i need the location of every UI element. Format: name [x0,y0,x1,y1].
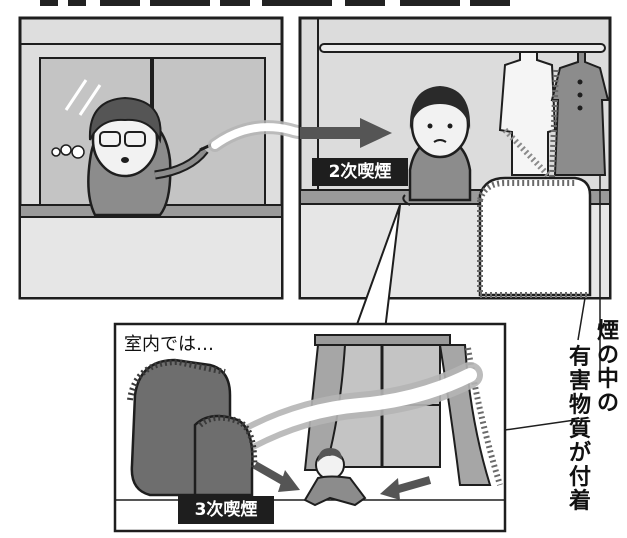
hanging-shirt [498,51,557,178]
neighbor-woman [402,86,472,206]
caption-fragment [40,0,510,6]
futon-on-railing [477,176,592,298]
crawling-baby [303,448,367,507]
left-inward-arrow [253,461,300,492]
second-hand-smoke-badge: 2次喫煙 [312,158,408,186]
right-inward-arrow [380,476,432,500]
hanging-dress [549,51,610,179]
note-column-1: 煙の中の [596,319,619,416]
note-column-2: 有害物質が付着 [568,345,591,514]
indoor-inset [113,322,507,533]
indoor-caption: 室内では… [124,334,214,355]
smoke-direction-arrow [300,118,392,148]
smoker-man [51,96,216,217]
third-hand-smoke-badge: 3次喫煙 [178,496,274,524]
left-apartment [18,16,284,300]
note-pointer-lines [504,175,601,431]
